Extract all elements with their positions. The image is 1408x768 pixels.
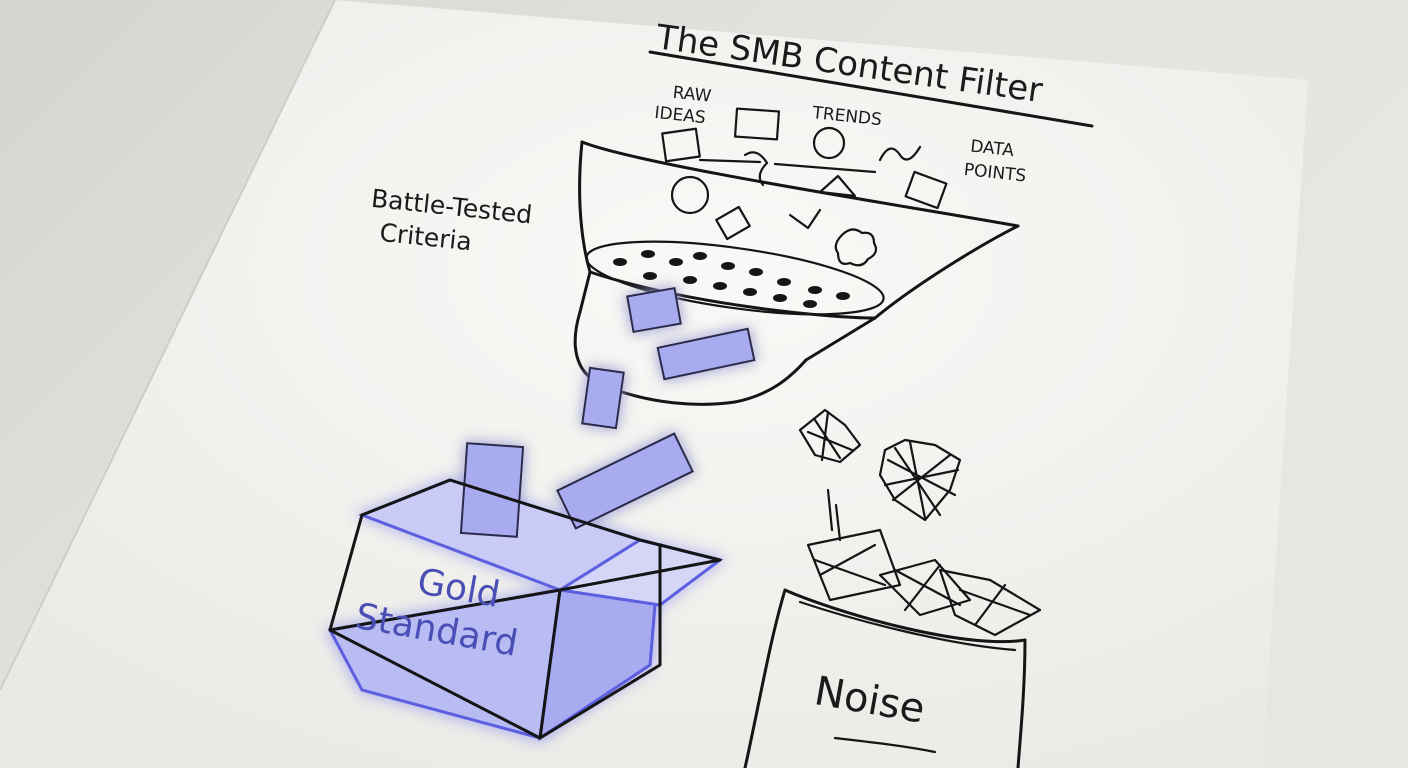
paper-edge [0, 0, 336, 691]
gold-standard-box: Gold Standard [327, 432, 724, 742]
svg-text:DATA: DATA [969, 137, 1015, 162]
funnel-inner-shapes [670, 174, 878, 267]
gold-blocks-falling [581, 286, 756, 430]
funnel [573, 140, 1020, 406]
title-underline [648, 50, 1094, 128]
filter-holes [613, 250, 850, 308]
noise-pile [806, 528, 1042, 637]
noise-underline [833, 736, 937, 754]
paper-sheet [0, 0, 1308, 768]
input-shapes [661, 107, 948, 210]
svg-text:RAW: RAW [672, 83, 713, 107]
noise-pieces-falling [798, 408, 962, 542]
